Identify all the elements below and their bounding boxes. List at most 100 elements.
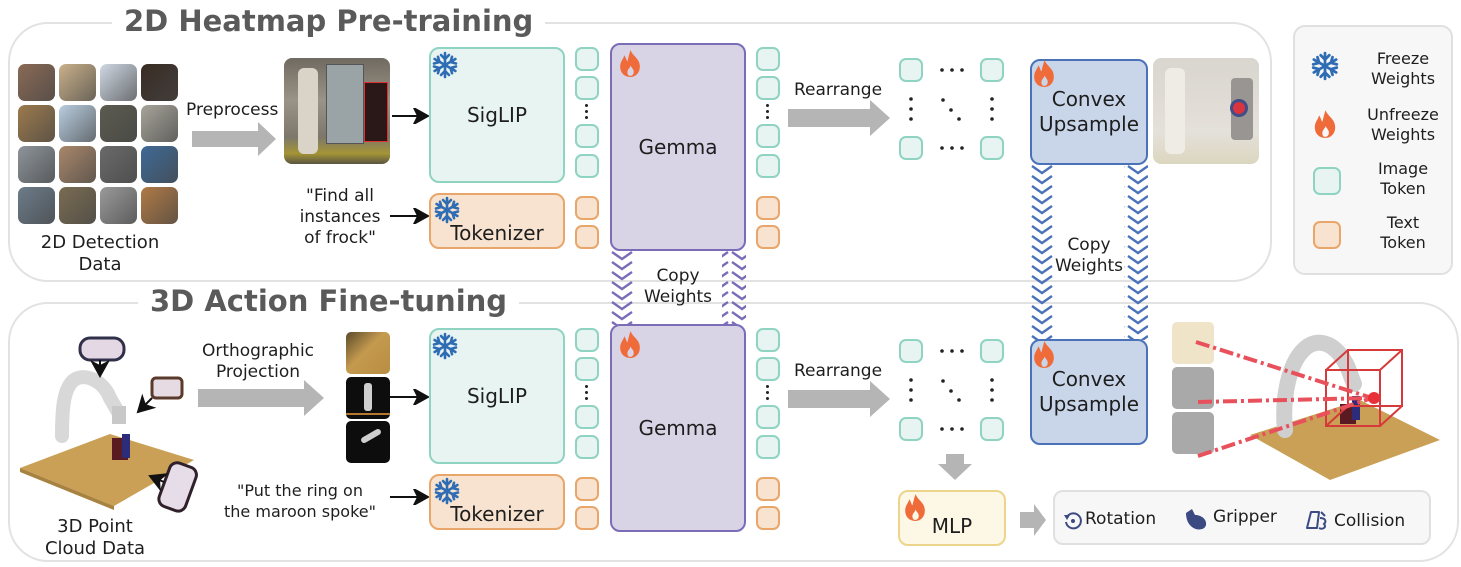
heatmap-view-1 — [1172, 322, 1214, 364]
tokenizer-label: Tokenizer — [450, 221, 544, 245]
detection-image-thumbnail — [100, 187, 137, 224]
detection-image-thumbnail — [59, 64, 96, 101]
input-image-subway — [284, 58, 390, 164]
rearrange-label-pretrain: Rearrange — [794, 80, 883, 100]
projected-view-side — [346, 421, 390, 463]
pretraining-title: 2D Heatmap Pre-training — [112, 4, 546, 38]
image-token — [756, 357, 780, 381]
image-token — [980, 136, 1004, 160]
image-token — [756, 435, 780, 459]
token-grid-dots-finetune — [909, 349, 994, 431]
legend-text-line2: Token — [1380, 233, 1426, 252]
snowflake-icon — [432, 332, 458, 360]
detection-image-thumbnail — [18, 64, 55, 101]
preprocess-label: Preprocess — [186, 100, 279, 120]
image-token — [899, 417, 923, 441]
copy-weights-upsample-line2: Weights — [1054, 256, 1124, 276]
copy-weights-gemma-line1: Copy — [656, 266, 700, 286]
projection-arrow — [198, 380, 324, 416]
preprocess-arrow — [192, 122, 276, 156]
detection-image-thumbnail — [59, 105, 96, 142]
projected-view-front — [346, 377, 390, 419]
flame-icon — [620, 50, 640, 77]
image-token — [899, 58, 923, 82]
pretrain-prompt-line3: of frock" — [304, 228, 376, 248]
image-token-icon — [1313, 167, 1341, 195]
point-cloud-scene — [20, 336, 198, 513]
detection-image-thumbnail — [18, 105, 55, 142]
tokenizer-label-finetune: Tokenizer — [450, 502, 544, 526]
image-token — [980, 339, 1004, 363]
text-token — [575, 506, 599, 530]
text-token — [756, 506, 780, 530]
prompt-to-tokenizer-arrow — [390, 208, 430, 224]
snowflake-icon — [1311, 51, 1339, 81]
image-token — [756, 154, 780, 178]
rearrange-arrow-pretrain — [788, 100, 890, 136]
flame-icon — [905, 494, 925, 521]
flame-icon — [1034, 341, 1054, 368]
detection-image-thumbnail — [59, 187, 96, 224]
gemma-label-finetune: Gemma — [638, 416, 718, 440]
snowflake-icon — [434, 196, 460, 224]
detection-image-thumbnail — [100, 146, 137, 183]
image-token — [980, 58, 1004, 82]
collision-label: Collision — [1334, 511, 1406, 531]
point-cloud-label-line2: Cloud Data — [44, 538, 146, 559]
rotation-label: Rotation — [1085, 509, 1157, 529]
gripper-icon — [1186, 509, 1207, 530]
detection-image-thumbnail — [141, 187, 178, 224]
text-token — [575, 477, 599, 501]
image-token — [756, 124, 780, 148]
copy-weights-gemma-connector — [610, 251, 746, 325]
flame-icon — [1314, 110, 1336, 138]
image-token — [575, 154, 599, 178]
copy-weights-upsample-line1: Copy — [1067, 235, 1111, 255]
rearrange-arrow-finetune — [788, 381, 890, 417]
legend-text-line1: Text — [1386, 213, 1420, 232]
upsample-label-finetune-line2: Upsample — [1038, 392, 1140, 416]
rotation-icon — [1064, 512, 1082, 530]
siglip-encoder-pretrain: SigLIP — [429, 47, 565, 183]
image-token — [980, 417, 1004, 441]
gemma-llm-pretrain: Gemma — [610, 43, 746, 251]
image-token — [756, 47, 780, 71]
point-cloud-label-line1: 3D Point — [57, 516, 133, 537]
legend-freeze-line2: Weights — [1370, 69, 1436, 88]
3d-action-scene — [1195, 334, 1440, 480]
upsample-label-finetune-line1: Convex — [1051, 367, 1127, 391]
copy-weights-gemma-line2: Weights — [643, 287, 713, 307]
gemma-label: Gemma — [638, 135, 718, 159]
snowflake-icon — [434, 477, 460, 505]
upsample-label-line2: Upsample — [1038, 112, 1140, 136]
projected-view-top — [346, 332, 390, 374]
image-token — [899, 136, 923, 160]
detection-image-thumbnail — [18, 146, 55, 183]
text-token — [756, 196, 780, 220]
image-token — [575, 328, 599, 352]
image-token — [575, 405, 599, 429]
text-token — [575, 225, 599, 249]
image-token — [575, 357, 599, 381]
siglip-label-finetune: SigLIP — [466, 384, 528, 408]
text-token — [575, 196, 599, 220]
image-token — [756, 328, 780, 352]
detection-data-label-line1: 2D Detection — [40, 232, 160, 253]
views-to-siglip-arrow — [390, 389, 430, 405]
projection-label-line1: Orthographic — [201, 341, 315, 361]
legend-unfreeze-line1: Unfreeze — [1367, 105, 1439, 124]
detection-image-thumbnail — [141, 105, 178, 142]
mlp-label: MLP — [931, 514, 973, 538]
heatmap-view-3 — [1172, 412, 1214, 454]
siglip-label: SigLIP — [466, 103, 528, 127]
pretrain-prompt-line2: instances — [299, 207, 381, 227]
detection-image-thumbnail — [100, 64, 137, 101]
ellipsis — [766, 104, 770, 122]
legend-freeze-line1: Freeze — [1376, 49, 1430, 68]
detection-image-thumbnail — [18, 187, 55, 224]
prompt-to-tokenizer-arrow-finetune — [390, 489, 430, 505]
mlp-to-outputs-arrow — [1020, 504, 1046, 536]
action-outputs: Rotation Gripper Collision — [1053, 490, 1431, 545]
